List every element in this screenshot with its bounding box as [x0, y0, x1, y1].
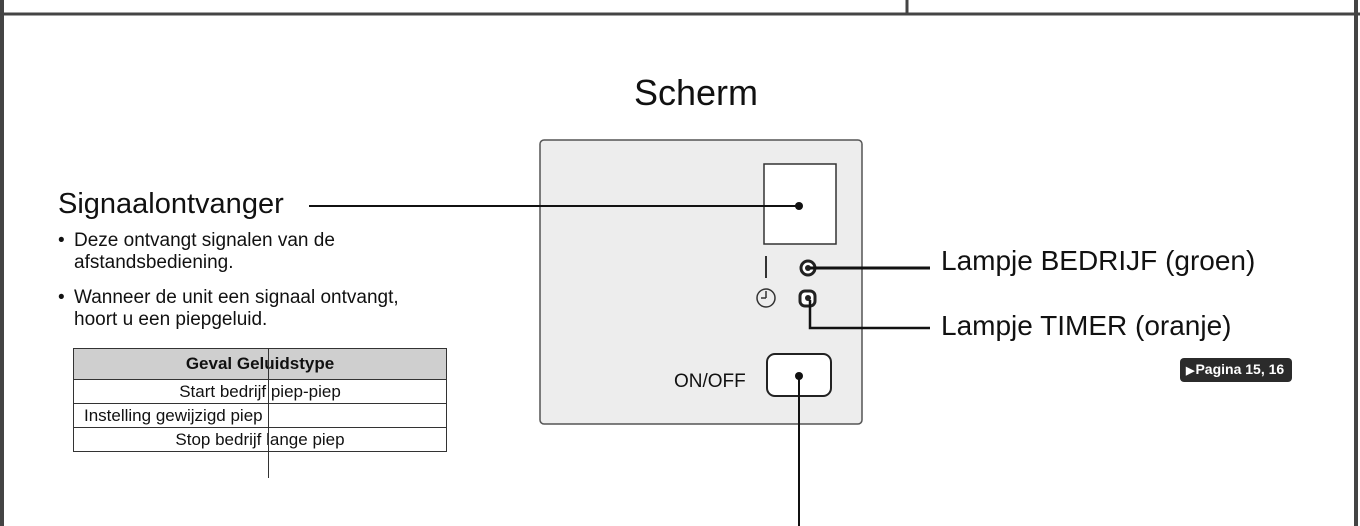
signal-receiver-bullet: • Wanneer de unit een signaal ontvangt, … — [58, 287, 428, 331]
bullet-text: Wanneer de unit een signaal ontvangt, ho… — [74, 287, 399, 330]
page-title: Scherm — [634, 72, 759, 113]
page-reference-badge[interactable]: ▶Pagina 15, 16 — [1180, 358, 1293, 382]
table-row: Start bedrijf piep-piep — [73, 379, 447, 404]
operation-lamp-center — [805, 265, 811, 271]
table-cell: Start bedrijf piep-piep — [73, 379, 447, 404]
onoff-button-dot — [795, 372, 803, 380]
timer-lamp-center — [805, 295, 811, 301]
onoff-label: ON/OFF — [674, 371, 746, 392]
bullet-dot: • — [58, 287, 65, 308]
timer-lamp-leader-line — [808, 300, 930, 330]
operation-lamp-label: Lampje BEDRIJF (groen) — [941, 245, 1256, 276]
table-header-row: Geval Geluidstype — [73, 348, 447, 380]
arrow-right-icon: ▶ — [1186, 365, 1195, 377]
page-reference-text: Pagina 15, 16 — [1195, 361, 1285, 377]
table-cell: Stop bedrijf lange piep — [73, 427, 447, 452]
signal-receiver-heading: Signaalontvanger — [58, 188, 284, 220]
clock-icon — [756, 288, 776, 308]
table-row: Instelling gewijzigd piep — [73, 403, 447, 428]
signal-receiver-bullet: • Deze ontvangt signalen van de afstands… — [58, 230, 428, 274]
table-row: Stop bedrijf lange piep — [73, 427, 447, 452]
timer-lamp-label: Lampje TIMER (oranje) — [941, 310, 1232, 341]
signal-receiver-dot — [795, 202, 803, 210]
bullet-dot: • — [58, 230, 65, 251]
bullet-text: Deze ontvangt signalen van de afstandsbe… — [74, 230, 335, 273]
sound-type-table: Geval Geluidstype Start bedrijf piep-pie… — [73, 348, 447, 452]
table-header: Geval Geluidstype — [73, 348, 447, 380]
table-cell: Instelling gewijzigd piep — [73, 403, 447, 428]
table-column-divider — [268, 348, 269, 478]
